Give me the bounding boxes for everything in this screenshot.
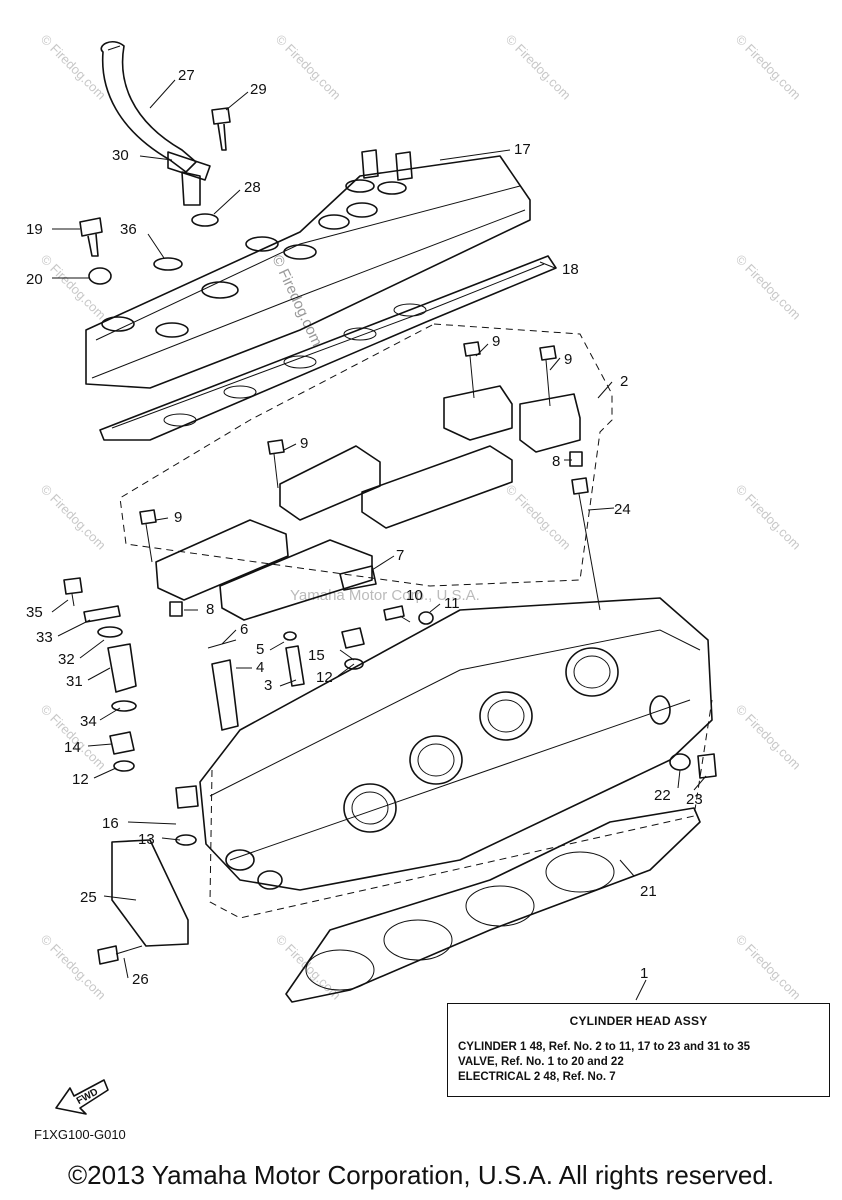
info-line: VALVE, Ref. No. 1 to 20 and 22 (458, 1056, 624, 1068)
callout-26: 26 (132, 971, 149, 988)
callout-31: 31 (66, 673, 83, 690)
callout-24: 24 (614, 501, 631, 518)
diagram-code: F1XG100-G010 (34, 1127, 126, 1142)
info-line: ELECTRICAL 2 48, Ref. No. 7 (458, 1071, 616, 1083)
watermark: © Firedog.com (273, 932, 344, 1003)
callout-8: 8 (552, 453, 560, 470)
fwd-arrow-icon: FWD (55, 1079, 109, 1115)
callout-9: 9 (492, 333, 500, 350)
callout-30: 30 (112, 147, 129, 164)
watermark-layer: © Firedog.com © Firedog.com © Firedog.co… (38, 32, 804, 1003)
callout-29: 29 (250, 81, 267, 98)
watermark: © Firedog.com (38, 932, 109, 1003)
valve-cover (85, 149, 531, 389)
dowel-8 (569, 451, 583, 467)
callout-8: 8 (206, 601, 214, 618)
small-parts-left (63, 565, 434, 965)
callout-13: 13 (138, 831, 155, 848)
info-box-lines: CYLINDER 1 48, Ref. No. 2 to 11, 17 to 2… (458, 1040, 819, 1085)
callout-1: 1 (640, 965, 648, 982)
cap-group-frame (119, 323, 613, 587)
watermark: © Firedog.com (503, 482, 574, 553)
watermark: © Firedog.com (38, 702, 109, 773)
cylinder-head (199, 597, 713, 891)
watermark: © Firedog.com (273, 32, 344, 103)
info-box: CYLINDER HEAD ASSY CYLINDER 1 48, Ref. N… (447, 1003, 830, 1097)
copyright-notice: ©2013 Yamaha Motor Corporation, U.S.A. A… (67, 1160, 775, 1190)
watermark-inner: © Firedog.com (268, 253, 325, 350)
callout-20: 20 (26, 271, 43, 288)
watermark: © Firedog.com (733, 32, 804, 103)
callout-9: 9 (300, 435, 308, 452)
callout-17: 17 (514, 141, 531, 158)
head-frame (209, 699, 713, 919)
callout-7: 7 (396, 547, 404, 564)
watermark: © Firedog.com (733, 252, 804, 323)
callout-33: 33 (36, 629, 53, 646)
info-line: CYLINDER 1 48, Ref. No. 2 to 11, 17 to 2… (458, 1041, 751, 1053)
callout-10: 10 (406, 587, 423, 604)
bolt-19 (79, 217, 103, 257)
callout-22: 22 (654, 787, 671, 804)
callout-34: 34 (80, 713, 97, 730)
callout-23: 23 (686, 791, 703, 808)
watermark: © Firedog.com (38, 32, 109, 103)
head-gasket (285, 807, 701, 1003)
callout-4: 4 (256, 659, 264, 676)
cap-bolts (139, 341, 601, 611)
watermark: © Firedog.com (733, 932, 804, 1003)
watermark: © Firedog.com (733, 702, 804, 773)
callout-12: 12 (72, 771, 89, 788)
callout-3: 3 (264, 677, 272, 694)
callout-16: 16 (102, 815, 119, 832)
leader-lines (51, 79, 707, 1001)
watermark: © Firedog.com (38, 252, 109, 323)
callout-9: 9 (174, 509, 182, 526)
callout-14: 14 (64, 739, 81, 756)
washer-22 (669, 753, 691, 771)
bolt-29 (211, 107, 231, 151)
callout-9: 9 (564, 351, 572, 368)
camshaft-caps (155, 385, 581, 621)
callout-18: 18 (562, 261, 579, 278)
callout-11: 11 (444, 595, 460, 612)
callout-12: 12 (316, 669, 333, 686)
callout-28: 28 (244, 179, 261, 196)
callout-21: 21 (640, 883, 657, 900)
callout-27: 27 (178, 67, 195, 84)
watermark: © Firedog.com (733, 482, 804, 553)
watermark: © Firedog.com (503, 32, 574, 103)
plug-23 (697, 753, 717, 779)
breather-hose (100, 41, 219, 227)
grommet-36 (153, 257, 183, 271)
callout-15: 15 (308, 647, 325, 664)
callout-36: 36 (120, 221, 137, 238)
callout-labels: 27 29 30 28 17 19 36 20 18 9 9 2 9 8 24 … (26, 67, 703, 988)
callout-35: 35 (26, 604, 43, 621)
dowel-8 (169, 601, 183, 617)
cover-gasket (99, 255, 557, 441)
callout-2: 2 (620, 373, 628, 390)
watermark: © Firedog.com (38, 482, 109, 553)
callout-5: 5 (256, 641, 264, 658)
callout-32: 32 (58, 651, 75, 668)
callout-25: 25 (80, 889, 97, 906)
callout-19: 19 (26, 221, 43, 238)
info-box-title: CYLINDER HEAD ASSY (569, 1014, 708, 1028)
washer-20 (88, 267, 112, 285)
callout-6: 6 (240, 621, 248, 638)
